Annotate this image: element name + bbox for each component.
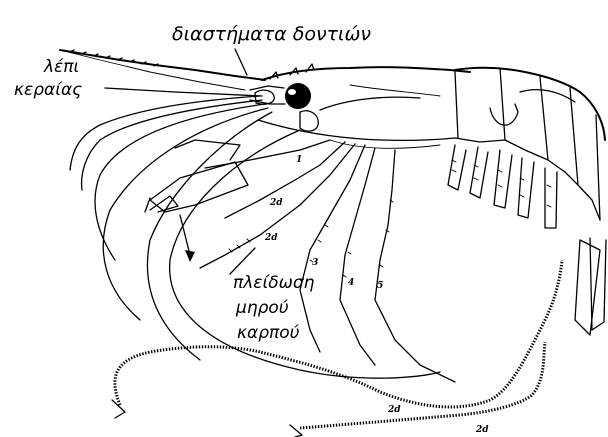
leg-3-setae xyxy=(310,225,328,262)
leg-5 xyxy=(375,150,455,382)
leg-2-setae xyxy=(229,239,250,252)
leg-3-number: 3 xyxy=(312,258,318,268)
carapace-line xyxy=(350,85,440,96)
antennal-base xyxy=(300,111,318,131)
eye xyxy=(285,83,311,109)
pleopod xyxy=(448,145,466,190)
leg-3 xyxy=(300,145,365,352)
leg-4 xyxy=(340,148,375,365)
leg-2-long-number: 2d xyxy=(475,425,489,435)
pleopod-setae xyxy=(452,160,551,207)
leg-2-long-number: 2d xyxy=(387,405,401,415)
carapace-margin xyxy=(330,140,440,148)
carapace-groove xyxy=(320,97,420,110)
chela-arrow-head xyxy=(185,250,195,262)
antennal-scale xyxy=(175,140,240,160)
leg-2-long-dactyl xyxy=(112,400,125,418)
label-thickening-line3: καρπού xyxy=(237,323,300,343)
rostrum xyxy=(60,50,265,80)
antenna-flagellum xyxy=(95,104,265,260)
carapace-top xyxy=(262,67,470,80)
leg-2-number: 2d xyxy=(264,233,278,243)
pleopod xyxy=(518,158,534,218)
leg-2-number: 2d xyxy=(269,198,283,208)
tail-fan xyxy=(575,240,600,335)
eye-highlight xyxy=(288,89,296,95)
label-antennal-scale-line2: κεραίας xyxy=(14,80,82,100)
pleopod xyxy=(470,147,488,198)
label-antennal-scale-line1: λέπι xyxy=(43,57,79,77)
leg-5-number: 5 xyxy=(377,281,383,291)
rostrum-underside xyxy=(60,50,245,90)
carapace-bottom xyxy=(258,120,455,140)
label-thickening-line2: μηρού xyxy=(235,298,289,318)
abdomen-top xyxy=(455,68,605,140)
abdomen-ridge xyxy=(520,90,575,102)
pointer-thickening xyxy=(230,248,255,274)
label-tooth-spaces: διαστήματα δοντιών xyxy=(172,23,371,45)
pleopod xyxy=(494,150,512,208)
leg-2-long xyxy=(115,260,562,407)
pointer-tooth-spaces xyxy=(235,49,247,75)
pleopod xyxy=(545,168,557,228)
leg-1-number: 1 xyxy=(296,155,302,165)
leg-4-number: 4 xyxy=(348,278,354,288)
